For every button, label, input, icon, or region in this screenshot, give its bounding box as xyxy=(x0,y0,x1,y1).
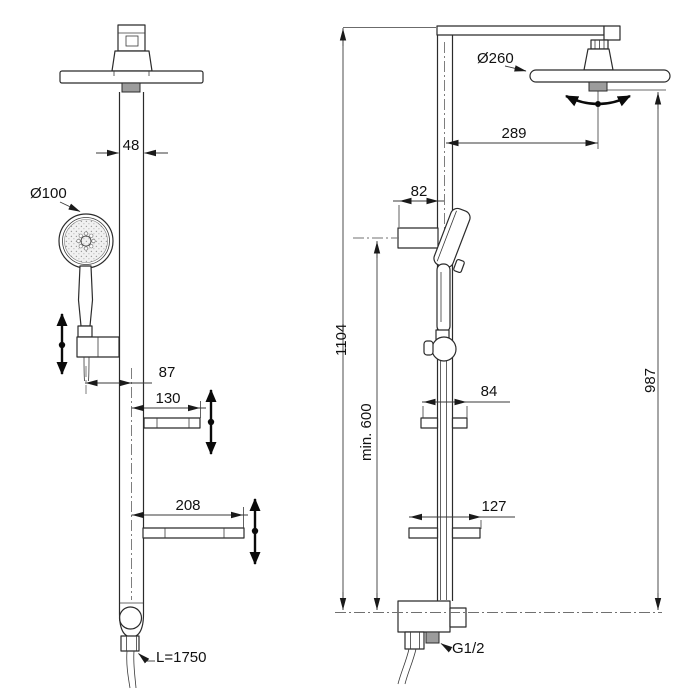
hand-shower-diameter-label: Ø100 xyxy=(30,185,67,202)
lower-shelf-side xyxy=(408,527,481,539)
head-offset-label: 289 xyxy=(501,125,526,142)
hand-shower-handle-front xyxy=(77,265,94,327)
dim-upper-shelf-width: 130 xyxy=(131,390,206,418)
spray-face xyxy=(64,219,108,263)
head-height-label: 987 xyxy=(642,368,659,393)
upper-shelf-width-label: 130 xyxy=(155,390,180,407)
side-view: 1104 min. 600 987 Ø260 289 xyxy=(333,25,671,685)
hose-length-label: L=1750 xyxy=(156,649,206,666)
lower-shelf-front xyxy=(142,527,245,539)
height-adjust-arrow-handshower xyxy=(56,313,68,375)
lower-shelf-depth-label: 127 xyxy=(481,498,506,515)
hand-shower-side xyxy=(423,207,471,362)
hose-nut-front xyxy=(120,635,140,652)
side-outlet xyxy=(449,607,467,628)
dim-connection-thread: G1/2 xyxy=(440,640,485,657)
hose-to-center-label: 87 xyxy=(159,364,176,381)
shower-arm xyxy=(436,25,605,36)
total-height-label: 1104 xyxy=(333,324,350,356)
head-shower-connector xyxy=(588,81,608,92)
dim-hose-length: L=1750 xyxy=(138,649,206,666)
dim-upper-shelf-depth: 84 xyxy=(422,383,510,418)
hand-shower-front xyxy=(58,213,120,394)
dim-lower-shelf-depth: 127 xyxy=(409,498,515,529)
overhead-connector xyxy=(121,82,141,93)
front-view: 48 Ø100 87 130 208 xyxy=(30,24,261,689)
bracket-depth-label: 82 xyxy=(411,183,428,200)
upper-shelf-side xyxy=(420,417,468,429)
height-adjust-arrow-lower-shelf xyxy=(249,498,261,565)
dim-total-height: 1104 xyxy=(333,27,436,610)
hose-outlet xyxy=(118,606,143,630)
pipe-width-label: 48 xyxy=(123,137,140,154)
hand-shower-handle-side xyxy=(436,263,451,333)
upper-shelf-depth-label: 84 xyxy=(481,383,498,400)
dim-pipe-width: 48 xyxy=(96,137,168,157)
overhead-shower-side xyxy=(436,25,671,149)
connection-thread-label: G1/2 xyxy=(452,640,485,657)
connection-box-side xyxy=(397,600,467,685)
height-adjust-arrow-upper-shelf xyxy=(205,389,217,455)
head-shower-disc xyxy=(529,69,671,83)
hand-shower-holder xyxy=(431,336,457,362)
dim-hose-to-center: 87 xyxy=(85,364,176,387)
hose-nut-side xyxy=(404,631,425,650)
min-height-label: min. 600 xyxy=(358,403,375,461)
shower-hose-front xyxy=(126,650,131,689)
dim-hand-shower-diameter: Ø100 xyxy=(30,185,81,212)
dim-bracket-depth: 82 xyxy=(393,183,444,227)
spray-center-flower xyxy=(76,231,96,251)
dim-head-shower-diameter: Ø260 xyxy=(477,50,527,72)
dim-head-offset: 289 xyxy=(446,125,598,147)
dim-lower-shelf-width: 208 xyxy=(131,497,248,528)
dim-min-height: min. 600 xyxy=(358,241,381,610)
head-shower-diameter-label: Ø260 xyxy=(477,50,514,67)
wall-bracket-side xyxy=(353,227,439,249)
g12-connector xyxy=(425,631,440,644)
dim-head-height: 987 xyxy=(607,89,666,610)
upper-shelf-front xyxy=(143,417,201,429)
overhead-shower-front xyxy=(59,24,204,93)
shower-hose-side xyxy=(397,648,410,685)
riser-pipe-front xyxy=(118,92,145,689)
lower-shelf-width-label: 208 xyxy=(175,497,200,514)
